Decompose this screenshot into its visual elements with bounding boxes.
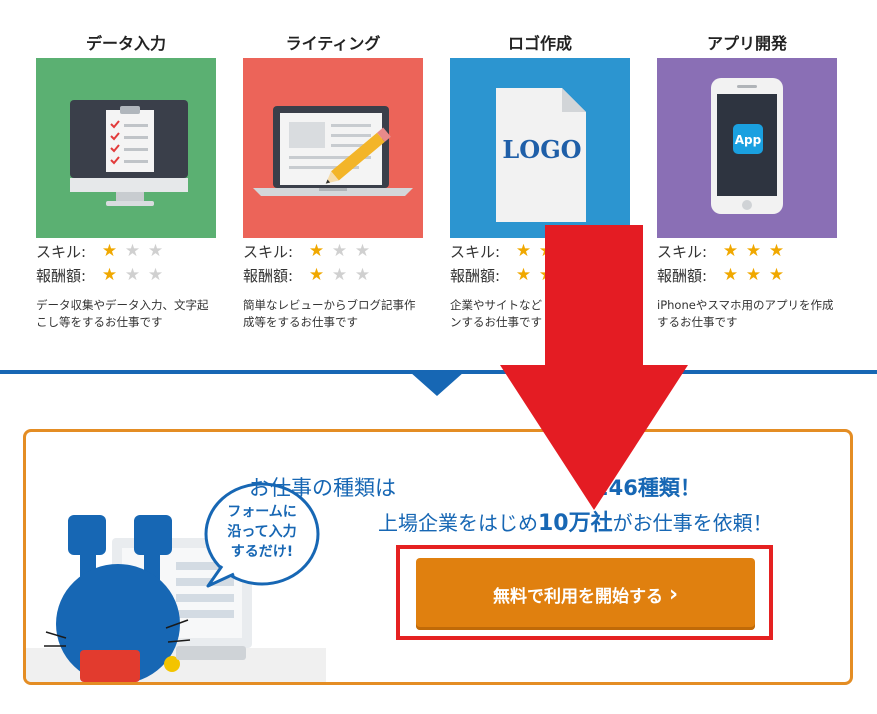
skill-stars: ★ ★ ★ — [307, 240, 372, 261]
chevron-right-icon: › — [668, 581, 679, 607]
star-icon: ★ — [722, 264, 739, 285]
star-icon: ★ — [331, 240, 348, 261]
laptop-icon — [253, 106, 413, 196]
star-icon: ★ — [101, 264, 118, 285]
card-image — [243, 58, 423, 238]
star-icon: ★ — [745, 240, 762, 261]
highlight-frame — [396, 545, 773, 640]
star-icon: ★ — [354, 264, 371, 285]
skill-stars: ★ ★ ★ — [100, 240, 165, 261]
desc-line: データ収集やデータ入力、文字起 — [36, 298, 209, 312]
cta-panel: フォームに 沿って入力 するだけ! お仕事の種類は 246種類！ 上場企業をはじ… — [23, 429, 853, 685]
bubble-line: するだけ! — [231, 544, 293, 560]
job-types-message: お仕事の種類は — [26, 472, 396, 502]
skill-label: スキル: — [450, 242, 501, 261]
reward-label: 報酬額: — [243, 266, 294, 285]
reward-stars: ★ ★ ★ — [307, 264, 372, 285]
desc-line: iPhoneやスマホ用のアプリを作成 — [657, 298, 834, 312]
job-card-logo[interactable]: ロゴ作成 LOGO スキル: ★★★ 報酬額: ★★★ 企業やサイトなど ンする… — [450, 0, 630, 331]
job-card-app-dev[interactable]: アプリ開発 App スキル: ★ ★ ★ 報酬額: ★ ★ ★ iPhoneやスマホ用の… — [657, 0, 837, 331]
star-icon: ★ — [331, 264, 348, 285]
star-icon: ★ — [308, 264, 325, 285]
card-title: アプリ開発 — [706, 34, 787, 53]
speech-bubble: フォームに 沿って入力 するだけ! — [204, 482, 320, 588]
divider-notch — [410, 372, 464, 396]
star-icon: ★ — [124, 264, 141, 285]
reward-label: 報酬額: — [657, 266, 708, 285]
star-icon: ★ — [308, 240, 325, 261]
star-icon: ★ — [768, 240, 785, 261]
desc-line: 成等をするお仕事です — [243, 315, 358, 329]
reward-rating: 報酬額: ★ ★ ★ — [657, 264, 837, 286]
card-image: App — [657, 58, 837, 238]
reward-label: 報酬額: — [36, 266, 87, 285]
smartphone-icon: App — [711, 78, 783, 214]
skill-label: スキル: — [657, 242, 708, 261]
desc-line: するお仕事です — [657, 315, 738, 329]
start-free-button[interactable]: 無料で利用を開始する › — [416, 558, 755, 630]
desc-line: ンするお仕事です — [450, 315, 542, 329]
logo-text: LOGO — [502, 135, 581, 164]
companies-suffix: がお仕事を依頼！ — [612, 511, 773, 535]
star-icon: ★ — [101, 240, 118, 261]
reward-stars: ★ ★ ★ — [721, 264, 786, 285]
star-icon: ★ — [147, 264, 164, 285]
skill-label: スキル: — [243, 242, 294, 261]
desc-line: 簡単なレビューからブログ記事作 — [243, 298, 416, 312]
monitor-icon — [70, 100, 188, 206]
star-icon: ★ — [147, 240, 164, 261]
reward-rating: 報酬額: ★ ★ ★ — [36, 264, 216, 286]
skill-label: スキル: — [36, 242, 87, 261]
card-title: ライティング — [285, 34, 381, 53]
card-description: データ収集やデータ入力、文字起 こし等をするお仕事です — [36, 297, 216, 331]
star-icon: ★ — [124, 240, 141, 261]
bubble-line: 沿って入力 — [227, 523, 296, 540]
desc-line: 企業やサイトなど — [450, 298, 542, 312]
job-types-prefix: お仕事の種類は — [249, 476, 396, 500]
card-title: データ入力 — [85, 34, 166, 53]
app-text: App — [735, 133, 762, 147]
companies-count: 10万社 — [538, 511, 613, 536]
star-icon: ★ — [768, 264, 785, 285]
card-description: iPhoneやスマホ用のアプリを作成 するお仕事です — [657, 297, 837, 331]
skill-rating: スキル: ★ ★ ★ — [243, 240, 423, 262]
companies-message: 上場企業をはじめ10万社がお仕事を依頼！ — [26, 505, 781, 537]
job-card-data-entry[interactable]: データ入力 スキル: ★ ★ ★ 報酬額: ★ ★ ★ データ収集やデータ入力、文字起 … — [36, 0, 216, 331]
start-free-label: 無料で利用を開始する — [492, 586, 663, 607]
skill-stars: ★ ★ ★ — [721, 240, 786, 261]
skill-rating: スキル: ★ ★ ★ — [657, 240, 837, 262]
reward-stars: ★ ★ ★ — [100, 264, 165, 285]
star-icon: ★ — [354, 240, 371, 261]
reward-rating: 報酬額: ★ ★ ★ — [243, 264, 423, 286]
star-icon: ★ — [515, 264, 532, 285]
document-icon: LOGO — [496, 88, 586, 222]
star-icon: ★ — [515, 240, 532, 261]
skill-rating: スキル: ★ ★ ★ — [36, 240, 216, 262]
card-image: LOGO — [450, 58, 630, 238]
reward-label: 報酬額: — [450, 266, 501, 285]
card-description: 企業やサイトなど ンするお仕事です — [450, 297, 630, 331]
card-title: ロゴ作成 — [507, 34, 572, 53]
card-image — [36, 58, 216, 238]
mascot-illustration: フォームに 沿って入力 するだけ! — [26, 482, 326, 682]
star-icon: ★ — [722, 240, 739, 261]
job-card-writing[interactable]: ライティング スキル: ★★★ 報酬額: ★★★ 簡単なレビュー — [243, 0, 423, 331]
desc-line: こし等をするお仕事です — [36, 315, 163, 329]
card-description: 簡単なレビューからブログ記事作 成等をするお仕事です — [243, 297, 423, 331]
pencil-icon — [325, 127, 391, 184]
down-arrow — [500, 225, 688, 510]
companies-prefix: 上場企業をはじめ — [378, 511, 538, 535]
bubble-line: フォームに — [227, 504, 297, 520]
star-icon: ★ — [745, 264, 762, 285]
